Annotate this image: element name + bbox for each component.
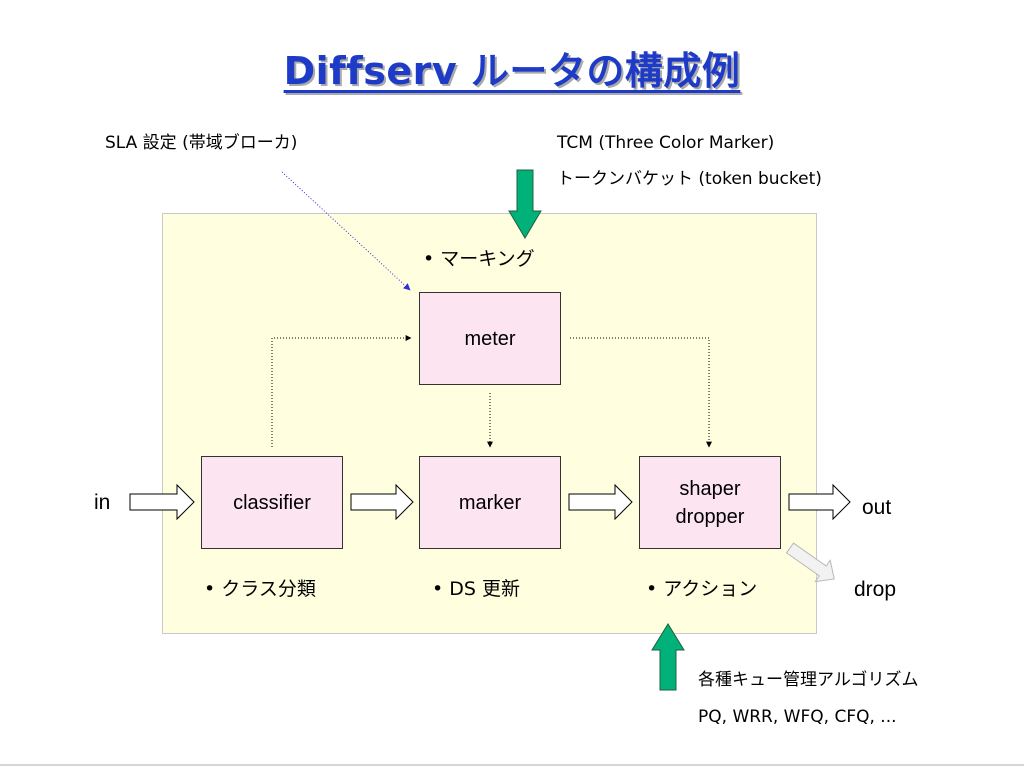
marking-bullet: • マーキング	[423, 248, 535, 270]
marker-box: marker	[419, 456, 561, 549]
sla-setting-label: SLA 設定 (帯域ブローカ)	[105, 133, 298, 153]
dropper-label: dropper	[675, 505, 745, 528]
classifier-label: classifier	[233, 491, 311, 514]
footer-divider	[0, 764, 1024, 766]
meter-to-shaper-line	[570, 337, 712, 448]
classifier-box: classifier	[201, 456, 343, 549]
tcm-input-arrow	[508, 169, 542, 239]
tcm-label: TCM (Three Color Marker)	[557, 133, 775, 153]
queue-algorithms-label: PQ, WRR, WFQ, CFQ, ...	[698, 707, 897, 727]
queue-management-label: 各種キュー管理アルゴリズム	[698, 670, 919, 690]
in-flow-arrow	[129, 483, 195, 521]
classifier-to-meter-line	[271, 335, 412, 447]
shaper-label: shaper	[679, 477, 741, 500]
token-bucket-label: トークンバケット (token bucket)	[557, 169, 822, 189]
sla-pointer-line	[281, 171, 411, 291]
marker-to-shaper-arrow	[568, 483, 633, 521]
queue-input-arrow	[651, 623, 685, 691]
meter-box: meter	[419, 292, 561, 385]
in-label: in	[94, 491, 111, 514]
drop-flow-arrow	[785, 542, 835, 583]
page-title: Diffserv ルータの構成例	[283, 49, 741, 93]
meter-label: meter	[464, 327, 516, 350]
out-flow-arrow	[788, 483, 851, 521]
out-label: out	[862, 496, 892, 519]
classification-bullet: • クラス分類	[204, 578, 316, 600]
classifier-to-marker-arrow	[350, 483, 414, 521]
marker-label: marker	[458, 491, 522, 514]
drop-label: drop	[854, 578, 897, 601]
ds-update-bullet: • DS 更新	[432, 578, 520, 600]
action-bullet: • アクション	[646, 578, 758, 600]
shaper-dropper-box: shaper dropper	[639, 456, 781, 549]
